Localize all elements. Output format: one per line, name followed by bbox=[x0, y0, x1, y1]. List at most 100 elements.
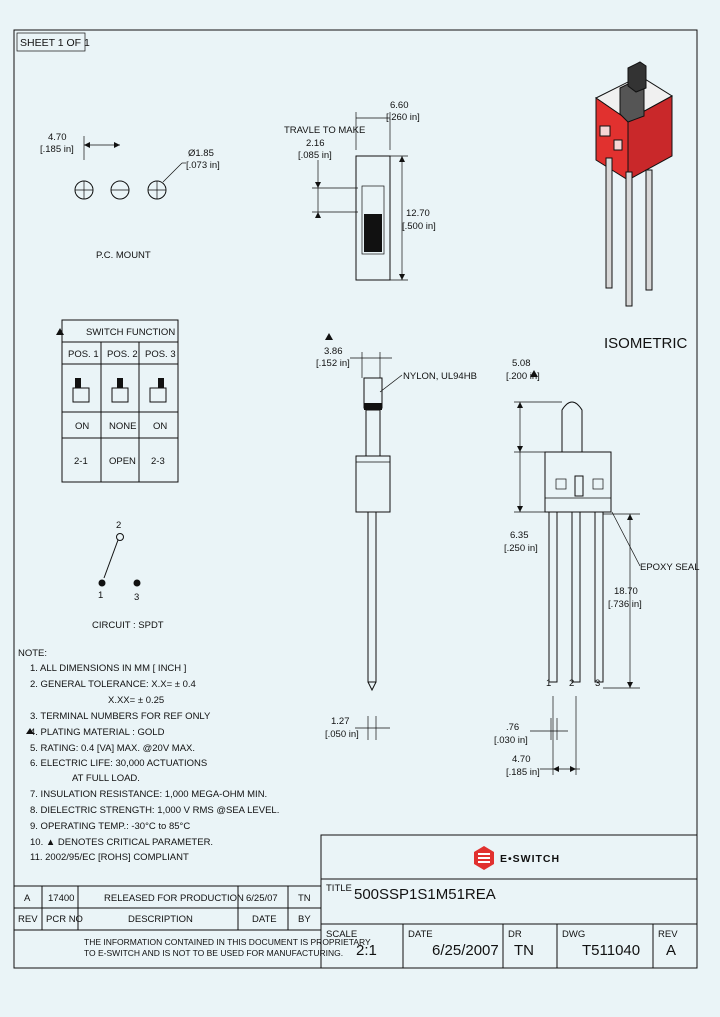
circuit-node-2: 2 bbox=[116, 520, 121, 531]
pin-dim: 1.27 bbox=[331, 716, 350, 727]
note-8: 8. DIELECTRIC STRENGTH: 1,000 V RMS @SEA… bbox=[30, 805, 279, 816]
travel-dim: 2.16 bbox=[306, 138, 325, 149]
dwg-value: T511040 bbox=[582, 942, 640, 959]
rev-row-by: TN bbox=[298, 893, 311, 904]
dr-label: DR bbox=[508, 929, 522, 940]
title-label: TITLE bbox=[326, 883, 352, 894]
front-dim-pin-len: 18.70 bbox=[614, 586, 638, 597]
pin-label-2: 2 bbox=[569, 678, 574, 689]
rev-header-description: DESCRIPTION bbox=[128, 914, 193, 925]
switch-body-side bbox=[355, 455, 391, 513]
width-dim-in: [.260 in] bbox=[386, 112, 420, 123]
rev-row-rev: A bbox=[24, 893, 31, 904]
front-dim-pitch: 4.70 bbox=[512, 754, 531, 765]
dr-value: TN bbox=[514, 942, 534, 959]
note-5: 5. RATING: 0.4 [VA] MAX. @20V MAX. bbox=[30, 743, 195, 754]
length-dim: 12.70 bbox=[406, 208, 430, 219]
rev-header-date: DATE bbox=[252, 914, 277, 925]
front-view: 5.08 [.200 in] 6.35 [.250 in] 18.70 [.73… bbox=[494, 358, 700, 778]
notes: NOTE: 1. ALL DIMENSIONS IN MM [ INCH ] 2… bbox=[18, 648, 279, 863]
front-dim-mid-in: [.250 in] bbox=[504, 543, 538, 554]
note-6b: AT FULL LOAD. bbox=[72, 773, 140, 784]
switch-function-table: SWITCH FUNCTION POS. 1 POS. 2 POS. 3 ON … bbox=[56, 319, 179, 483]
eswitch-logo-text: E•SWITCH bbox=[500, 853, 560, 865]
pin-dim-in: [.050 in] bbox=[325, 729, 359, 740]
pin-label-3: 3 bbox=[595, 678, 600, 689]
slot-outline bbox=[361, 185, 385, 255]
epoxy-seal-label: EPOXY SEAL bbox=[640, 562, 700, 573]
switch-body-top bbox=[355, 155, 391, 281]
pc-mount-view: 4.70 [.185 in] Ø1.85 [.073 in] P.C. MOUN… bbox=[40, 132, 220, 261]
isometric-label: ISOMETRIC bbox=[604, 335, 688, 352]
title-value: 500SSP1S1M51REA bbox=[354, 886, 496, 903]
conn-2: OPEN bbox=[109, 456, 136, 467]
note-1: 1. ALL DIMENSIONS IN MM [ INCH ] bbox=[30, 663, 186, 674]
actuator-dim: 3.86 bbox=[324, 346, 343, 357]
scale-value: 2:1 bbox=[356, 942, 377, 959]
pos-header-3: POS. 3 bbox=[145, 349, 176, 360]
rev-header-by: BY bbox=[298, 914, 311, 925]
sheet-label: SHEET 1 OF 1 bbox=[20, 37, 90, 49]
pos-header-1: POS. 1 bbox=[68, 349, 99, 360]
rev-row-description: RELEASED FOR PRODUCTION bbox=[104, 893, 244, 904]
state-1: ON bbox=[75, 421, 89, 432]
note-11: 11. 2002/95/EC [ROHS] COMPLIANT bbox=[30, 852, 189, 863]
rev-row-pcr: 17400 bbox=[48, 893, 74, 904]
date-value: 6/25/2007 bbox=[432, 942, 499, 959]
side-view: 3.86 [.152 in] NYLON, UL94HB 1.27 [.050 … bbox=[316, 333, 477, 740]
pin-3 bbox=[594, 511, 604, 683]
pos-header-2: POS. 2 bbox=[107, 349, 138, 360]
switch-body-front bbox=[544, 451, 612, 513]
material-label: NYLON, UL94HB bbox=[403, 371, 477, 382]
rev-value: A bbox=[666, 942, 676, 959]
disclaimer-line-1: THE INFORMATION CONTAINED IN THIS DOCUME… bbox=[84, 937, 371, 947]
circuit-node-3: 3 bbox=[134, 592, 139, 603]
rev-label: REV bbox=[658, 929, 678, 940]
front-dim-pin-len-in: [.736 in] bbox=[608, 599, 642, 610]
actuator-dim-in: [.152 in] bbox=[316, 358, 350, 369]
conn-1: 2-1 bbox=[74, 456, 88, 467]
pcb-hole-dim-in: [.073 in] bbox=[186, 160, 220, 171]
switch-function-title: SWITCH FUNCTION bbox=[86, 327, 175, 338]
travel-dim-in: [.085 in] bbox=[298, 150, 332, 161]
notes-title: NOTE: bbox=[18, 648, 47, 659]
length-dim-in: [.500 in] bbox=[402, 221, 436, 232]
conn-3: 2-3 bbox=[151, 456, 165, 467]
front-dim-top: 5.08 bbox=[512, 358, 531, 369]
pcb-pitch-dim-in: [.185 in] bbox=[40, 144, 74, 155]
note-3: 3. TERMINAL NUMBERS FOR REF ONLY bbox=[30, 711, 211, 722]
travel-label: TRAVLE TO MAKE bbox=[284, 125, 365, 136]
pin-2 bbox=[571, 511, 581, 683]
circuit-node-1: 1 bbox=[98, 590, 103, 601]
dwg-label: DWG bbox=[562, 929, 585, 940]
rev-header-rev: REV bbox=[18, 914, 38, 925]
note-2: 2. GENERAL TOLERANCE: X.X= ± 0.4 bbox=[30, 679, 196, 690]
note-10: 10. ▲ DENOTES CRITICAL PARAMETER. bbox=[30, 837, 213, 848]
scale-label: SCALE bbox=[326, 929, 357, 940]
brand-block: E•SWITCH bbox=[320, 834, 698, 880]
date-label: DATE bbox=[408, 929, 433, 940]
rev-row-date: 6/25/07 bbox=[246, 893, 278, 904]
note-2b: X.XX= ± 0.25 bbox=[108, 695, 164, 706]
note-6: 6. ELECTRIC LIFE: 30,000 ACTUATIONS bbox=[30, 758, 207, 769]
front-dim-pin-w-in: [.030 in] bbox=[494, 735, 528, 746]
revision-table: A 17400 RELEASED FOR PRODUCTION 6/25/07 … bbox=[13, 885, 371, 969]
rev-header-pcr: PCR NO bbox=[46, 914, 83, 925]
top-view: TRAVLE TO MAKE 2.16 [.085 in] 6.60 [.260… bbox=[284, 100, 436, 281]
isometric-view: ISOMETRIC bbox=[595, 61, 688, 352]
pcb-pitch-dim: 4.70 bbox=[48, 132, 67, 143]
note-7: 7. INSULATION RESISTANCE: 1,000 MEGA-OHM… bbox=[30, 789, 267, 800]
state-2: NONE bbox=[109, 421, 136, 432]
front-dim-pitch-in: [.185 in] bbox=[506, 767, 540, 778]
pcb-label: P.C. MOUNT bbox=[96, 250, 151, 261]
disclaimer-line-2: TO E-SWITCH AND IS NOT TO BE USED FOR MA… bbox=[84, 948, 343, 958]
width-dim: 6.60 bbox=[390, 100, 409, 111]
circuit-diagram: 2 1 3 CIRCUIT : SPDT bbox=[92, 520, 164, 631]
front-dim-top-in: [.200 in] bbox=[506, 371, 540, 382]
note-9: 9. OPERATING TEMP.: -30°C to 85°C bbox=[30, 821, 190, 832]
note-4: 4. PLATING MATERIAL : GOLD bbox=[30, 727, 165, 738]
sheet-label-box bbox=[16, 32, 86, 52]
pcb-hole-dim: Ø1.85 bbox=[188, 148, 214, 159]
